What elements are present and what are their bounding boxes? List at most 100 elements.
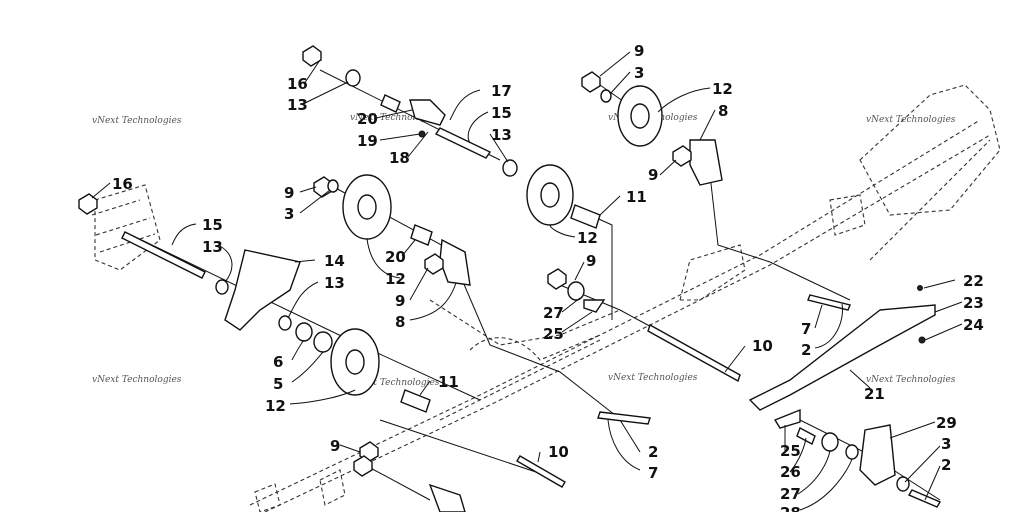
watermark: vNext Technologies [92, 375, 182, 385]
callout-16: 16 [112, 175, 133, 193]
bolt [907, 489, 942, 508]
callout-13: 13 [491, 126, 512, 144]
nut [78, 193, 98, 215]
nut [918, 336, 926, 344]
watermark: vNext Technologies [350, 113, 440, 123]
wheel-upper-middle [526, 164, 601, 229]
spacer [570, 204, 601, 229]
wear-pad [773, 408, 801, 429]
bolt [516, 455, 566, 488]
callout-9: 9 [284, 184, 294, 202]
callout-14: 14 [324, 252, 345, 270]
callout-9: 9 [586, 252, 596, 270]
wheel-upper-right [581, 71, 723, 186]
wheel-upper-left [313, 174, 471, 286]
watermark: vNext Technologies [350, 378, 440, 388]
washer [345, 69, 361, 87]
bolt [597, 411, 651, 425]
callout-8: 8 [395, 313, 405, 331]
washer [327, 179, 339, 193]
callout-25: 25 [780, 442, 801, 460]
watermark: vNext Technologies [92, 116, 182, 126]
callout-29: 29 [936, 414, 957, 432]
wheel-lower-left [330, 328, 431, 413]
wheel-hub [630, 103, 650, 129]
mounting-block [439, 238, 471, 286]
callout-18: 18 [389, 149, 410, 167]
callout-7: 7 [801, 320, 811, 338]
callout-26: 26 [780, 463, 801, 481]
center-hardware [516, 268, 851, 488]
callout-15: 15 [491, 104, 512, 122]
washer [278, 315, 292, 331]
callout-6: 6 [273, 353, 283, 371]
washer [600, 89, 612, 103]
callout-22: 22 [963, 272, 984, 290]
callout-2: 2 [941, 456, 951, 474]
callout-3: 3 [284, 205, 294, 223]
callout-13: 13 [324, 274, 345, 292]
wheel-hub [345, 349, 365, 375]
lower-left-hardware [353, 441, 466, 512]
callout-21: 21 [864, 385, 885, 403]
watermark: vNext Technologies [866, 115, 956, 125]
callout-15: 15 [202, 216, 223, 234]
nut [353, 455, 373, 477]
nut [547, 268, 567, 290]
callout-20: 20 [385, 248, 406, 266]
bearing [313, 331, 333, 353]
callout-12: 12 [712, 80, 733, 98]
wheel-hub [540, 182, 560, 208]
callout-16: 16 [287, 75, 308, 93]
callout-20: 20 [357, 110, 378, 128]
callout-28: 28 [780, 504, 801, 512]
callout-2: 2 [801, 341, 811, 359]
callout-27: 27 [780, 485, 801, 503]
screw [917, 285, 923, 291]
callout-9: 9 [395, 292, 405, 310]
callout-numbers: 16 13 20 19 18 17 15 13 9 3 12 8 9 11 12… [112, 42, 984, 512]
callout-9: 9 [330, 437, 340, 455]
nut [424, 253, 444, 275]
callout-3: 3 [634, 64, 644, 82]
callout-3: 3 [941, 435, 951, 453]
callout-25: 25 [543, 325, 564, 343]
spacer [796, 427, 816, 445]
bolt [647, 323, 741, 383]
callout-8: 8 [718, 102, 728, 120]
bolt [807, 294, 851, 311]
callout-17: 17 [491, 82, 512, 100]
callout-23: 23 [963, 294, 984, 312]
callout-27: 27 [543, 304, 564, 322]
washer [215, 279, 229, 295]
washer [821, 432, 839, 452]
left-shaft-and-arm [78, 193, 333, 353]
nut [672, 145, 692, 167]
frame-bracket [428, 483, 466, 512]
callout-13: 13 [287, 96, 308, 114]
callout-2: 2 [648, 443, 658, 461]
callout-19: 19 [357, 132, 378, 150]
nut [302, 45, 322, 67]
callout-13: 13 [202, 238, 223, 256]
suspension-frame [91, 84, 1001, 512]
wheel-hub [357, 194, 377, 220]
seal [295, 322, 313, 342]
mounting-block [689, 139, 723, 186]
shaft [434, 127, 492, 159]
callout-12: 12 [577, 229, 598, 247]
swing-arm [224, 249, 301, 331]
nut [581, 71, 601, 93]
strap-bracket [859, 424, 896, 486]
upper-shaft-assembly [302, 45, 518, 177]
bushing [845, 444, 859, 460]
callout-12: 12 [265, 397, 286, 415]
callout-11: 11 [626, 188, 647, 206]
long-shaft [121, 231, 206, 279]
spacer [380, 94, 401, 113]
wear-pad [583, 299, 606, 313]
callout-10: 10 [548, 443, 569, 461]
spacer [400, 389, 431, 413]
